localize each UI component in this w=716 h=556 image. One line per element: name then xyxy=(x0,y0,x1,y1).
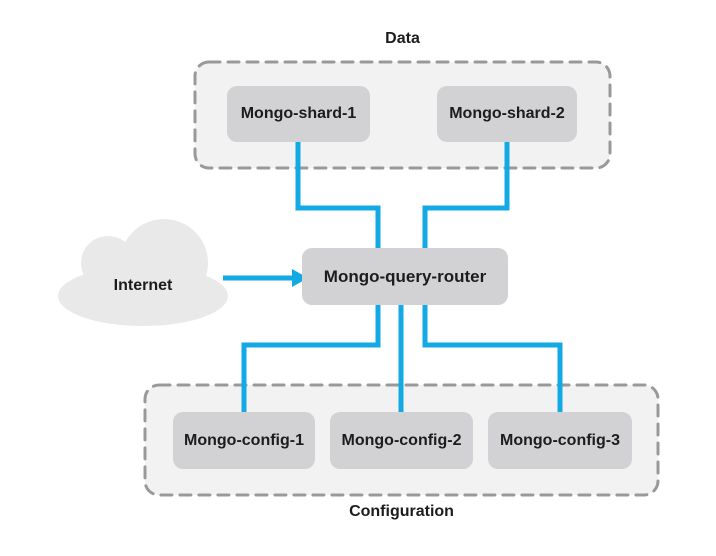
connector-shard1-to-router xyxy=(295,138,381,252)
node-mongo-config-2: Mongo-config-2 xyxy=(330,412,473,469)
node-mongo-config-1: Mongo-config-1 xyxy=(173,412,315,469)
cloud-base xyxy=(58,266,228,326)
node-mongo-config-3-label: Mongo-config-3 xyxy=(500,431,620,449)
connector-router-to-config3 xyxy=(422,302,563,414)
node-mongo-shard-1-label: Mongo-shard-1 xyxy=(240,105,357,122)
data-group-label: Data xyxy=(385,30,420,47)
node-mongo-shard-2: Mongo-shard-2 xyxy=(437,86,577,142)
node-mongo-query-router: Mongo-query-router xyxy=(302,248,508,305)
node-mongo-query-router-label: Mongo-query-router xyxy=(323,266,487,286)
arrow-internet-to-router-head xyxy=(292,269,308,287)
node-mongo-config-3: Mongo-config-3 xyxy=(488,412,632,469)
connector-router-to-config1 xyxy=(241,302,381,414)
internet-label: Internet xyxy=(113,277,173,294)
node-mongo-shard-1: Mongo-shard-1 xyxy=(227,86,370,142)
configuration-group-label: Configuration xyxy=(349,503,454,520)
node-mongo-config-1-label: Mongo-config-1 xyxy=(184,431,304,449)
connector-shard2-to-router xyxy=(422,138,510,252)
node-mongo-shard-2-label: Mongo-shard-2 xyxy=(449,105,565,122)
node-mongo-config-2-label: Mongo-config-2 xyxy=(341,431,462,449)
internet-cloud-icon xyxy=(58,219,228,326)
